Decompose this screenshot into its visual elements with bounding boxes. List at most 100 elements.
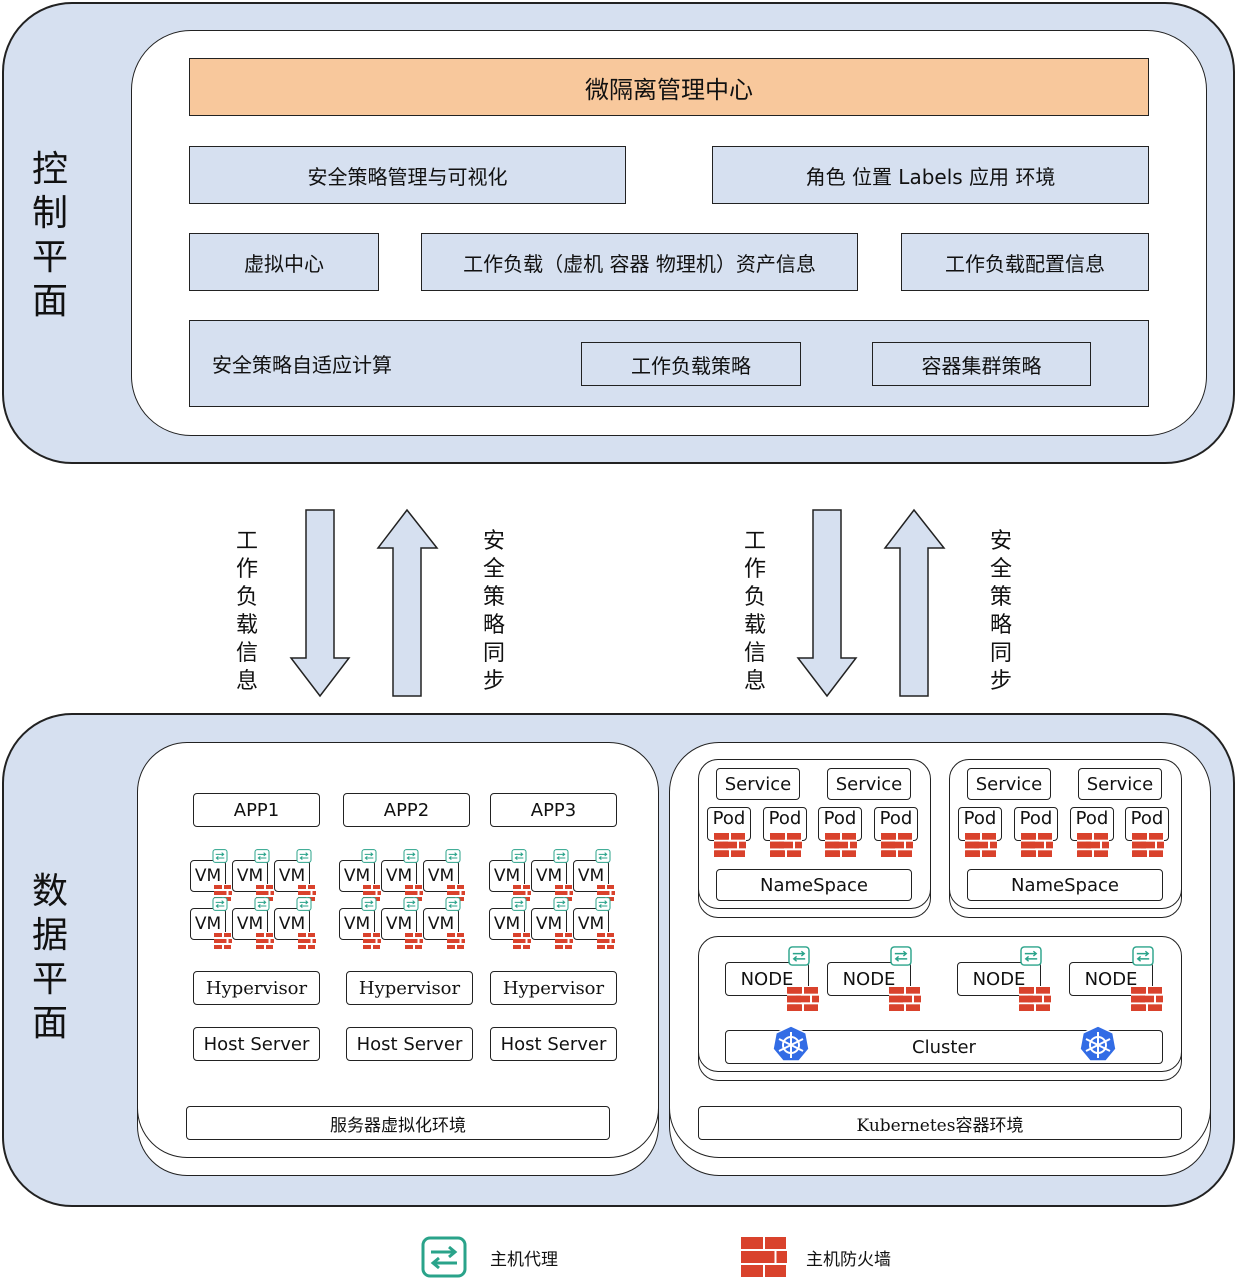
workload-info-label-right: 工作负载信息 bbox=[743, 529, 766, 694]
hypervisor-box: Hypervisor bbox=[490, 971, 617, 1005]
service-box: Service bbox=[967, 768, 1051, 800]
host-agent-icon bbox=[212, 896, 228, 911]
vm-box: VM bbox=[381, 860, 417, 892]
hypervisor-box: Hypervisor bbox=[346, 971, 473, 1005]
host-firewall-icon bbox=[298, 932, 316, 950]
host-firewall-icon bbox=[1132, 832, 1164, 858]
vm-box: VM bbox=[274, 908, 310, 940]
host-agent-icon bbox=[296, 848, 312, 863]
host-agent-icon bbox=[361, 848, 377, 863]
up-arrow-right bbox=[883, 508, 946, 697]
host-agent-icon bbox=[361, 896, 377, 911]
vm-box: VM bbox=[190, 908, 226, 940]
namespace-box: NameSpace bbox=[716, 869, 912, 901]
host-agent-icon bbox=[403, 896, 419, 911]
virt-env-label: 服务器虚拟化环境 bbox=[186, 1106, 610, 1140]
adaptive-compute-label: 安全策略自适应计算 bbox=[212, 353, 392, 377]
service-box: Service bbox=[716, 768, 800, 800]
host-firewall-icon bbox=[825, 832, 857, 858]
host-agent-icon bbox=[445, 896, 461, 911]
host-firewall-icon bbox=[1077, 832, 1109, 858]
vm-box: VM bbox=[274, 860, 310, 892]
host-agent-legend-label: 主机代理 bbox=[490, 1250, 558, 1270]
workload-assets-box: 工作负载（虚机 容器 物理机）资产信息 bbox=[421, 233, 858, 291]
workload-info-label-left: 工作负载信息 bbox=[235, 529, 258, 694]
host-firewall-legend-label: 主机防火墙 bbox=[806, 1250, 891, 1270]
host-agent-icon bbox=[511, 896, 527, 911]
host-firewall-icon bbox=[597, 932, 615, 950]
namespace-box: NameSpace bbox=[967, 869, 1163, 901]
host-firewall-icon bbox=[363, 932, 381, 950]
app-box: APP2 bbox=[343, 793, 470, 827]
host-firewall-icon bbox=[405, 932, 423, 950]
host-agent-icon bbox=[553, 848, 569, 863]
vm-box: VM bbox=[339, 860, 375, 892]
control-plane-label: 控制平面 bbox=[31, 149, 68, 322]
host-firewall-icon bbox=[881, 832, 913, 858]
kubernetes-icon bbox=[772, 1025, 810, 1062]
host-firewall-icon bbox=[447, 932, 465, 950]
host-firewall-icon bbox=[1021, 832, 1053, 858]
host-agent-icon bbox=[445, 848, 461, 863]
policy-sync-label-left: 安全策略同步 bbox=[482, 529, 505, 694]
host-firewall-icon bbox=[555, 932, 573, 950]
vm-box: VM bbox=[573, 860, 609, 892]
policy-visualization-box: 安全策略管理与可视化 bbox=[189, 146, 626, 204]
host-agent-icon bbox=[553, 896, 569, 911]
host-server-box: Host Server bbox=[490, 1027, 617, 1061]
vm-box: VM bbox=[423, 908, 459, 940]
k8s-env-label: Kubernetes容器环境 bbox=[698, 1106, 1182, 1140]
down-arrow-right bbox=[796, 509, 858, 698]
host-agent-icon bbox=[787, 946, 811, 966]
host-firewall-icon bbox=[214, 932, 232, 950]
host-firewall-icon bbox=[965, 832, 997, 858]
host-agent-icon bbox=[889, 946, 913, 966]
host-firewall-icon bbox=[889, 986, 921, 1012]
down-arrow-left bbox=[289, 509, 351, 698]
vm-box: VM bbox=[232, 860, 268, 892]
workload-policy-box: 工作负载策略 bbox=[581, 342, 801, 386]
host-agent-icon bbox=[403, 848, 419, 863]
node-box: NODE bbox=[957, 962, 1041, 996]
vm-box: VM bbox=[531, 908, 567, 940]
up-arrow-left bbox=[376, 508, 439, 697]
labels-box: 角色 位置 Labels 应用 环境 bbox=[712, 146, 1149, 204]
host-firewall-icon bbox=[1019, 986, 1051, 1012]
policy-sync-label-right: 安全策略同步 bbox=[989, 529, 1012, 694]
node-box: NODE bbox=[1069, 962, 1153, 996]
host-agent-icon bbox=[254, 896, 270, 911]
host-server-box: Host Server bbox=[193, 1027, 320, 1061]
host-agent-icon bbox=[296, 896, 312, 911]
host-firewall-icon bbox=[256, 932, 274, 950]
host-agent-icon bbox=[212, 848, 228, 863]
virtual-center-box: 虚拟中心 bbox=[189, 233, 379, 291]
host-agent-icon bbox=[1019, 946, 1043, 966]
host-agent-legend-icon bbox=[421, 1236, 467, 1278]
host-agent-icon bbox=[1131, 946, 1155, 966]
host-agent-icon bbox=[511, 848, 527, 863]
host-firewall-icon bbox=[714, 832, 746, 858]
host-firewall-icon bbox=[770, 832, 802, 858]
host-firewall-icon bbox=[787, 986, 819, 1012]
host-server-box: Host Server bbox=[346, 1027, 473, 1061]
host-agent-icon bbox=[595, 848, 611, 863]
data-plane-label: 数据平面 bbox=[31, 871, 68, 1044]
micro-segmentation-center: 微隔离管理中心 bbox=[189, 58, 1149, 116]
cluster-policy-box: 容器集群策略 bbox=[872, 342, 1091, 386]
kubernetes-icon bbox=[1079, 1025, 1117, 1062]
vm-box: VM bbox=[232, 908, 268, 940]
workload-config-box: 工作负载配置信息 bbox=[901, 233, 1149, 291]
hypervisor-box: Hypervisor bbox=[193, 971, 320, 1005]
host-agent-icon bbox=[595, 896, 611, 911]
flow-arrows bbox=[289, 508, 946, 698]
service-box: Service bbox=[1078, 768, 1162, 800]
vm-box: VM bbox=[423, 860, 459, 892]
service-box: Service bbox=[827, 768, 911, 800]
node-box: NODE bbox=[725, 962, 809, 996]
host-firewall-legend-icon bbox=[741, 1236, 787, 1278]
app-box: APP1 bbox=[193, 793, 320, 827]
host-firewall-icon bbox=[1131, 986, 1163, 1012]
host-agent-icon bbox=[254, 848, 270, 863]
vm-box: VM bbox=[531, 860, 567, 892]
host-firewall-icon bbox=[513, 932, 531, 950]
